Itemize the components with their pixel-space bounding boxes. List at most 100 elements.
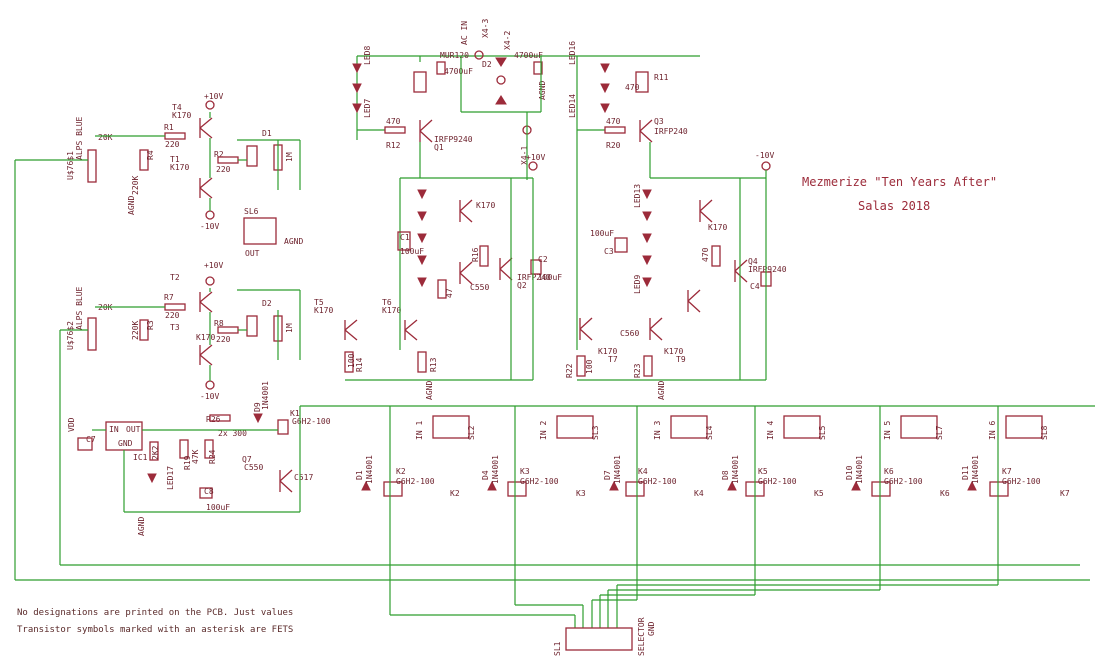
t9-value: K170 — [664, 347, 683, 356]
led6-7-label: LED7 — [363, 99, 372, 118]
d11-label: D11 — [961, 465, 970, 480]
r4-value: 220K — [131, 176, 140, 195]
led13-label: LED13 — [633, 184, 642, 208]
k3-value: G6H2-100 — [520, 477, 559, 486]
power-supply-block: AC IN X4-3 MUR120 4700uF 4700uF D2 X4-2 … — [357, 19, 700, 180]
c1-label: C1 — [400, 233, 410, 242]
sl2-label: SL2 — [467, 425, 476, 440]
sl7-label: SL7 — [935, 425, 944, 440]
k5-contact: K5 — [814, 489, 824, 498]
k170-right: K170 — [708, 223, 727, 232]
r3-value: 220K — [131, 321, 140, 340]
q2-label: Q2 — [517, 281, 527, 290]
r1-value: 220 — [165, 140, 180, 149]
led9-label: LED9 — [633, 275, 642, 294]
input-channel-4: IN 4 SL5 D8 1N4001 K5 G6H2-100 K5 — [721, 415, 827, 498]
plus10v-mid: +10V — [526, 153, 545, 162]
r23-label: R23 — [633, 363, 642, 378]
sl3-label: SL3 — [591, 425, 600, 440]
c1-value: 100uF — [400, 247, 424, 256]
k4-value: G6H2-100 — [638, 477, 677, 486]
relay-control-block: VDD C7 IN OUT GND IC1 LED17 2K2 R19 47K … — [67, 381, 1095, 536]
title-line1: Mezmerize "Ten Years After" — [802, 175, 997, 189]
sl4-label: SL4 — [705, 425, 714, 440]
k2-label: K2 — [396, 467, 406, 476]
r26-value: 2x 300 — [218, 429, 247, 438]
agnd-out-label: AGND — [284, 237, 303, 246]
r13-label: R13 — [429, 357, 438, 372]
c2-label: C2 — [538, 255, 548, 264]
q3-label: Q3 — [654, 117, 664, 126]
t3-value: K170 — [196, 333, 215, 342]
sl5-label: SL5 — [818, 425, 827, 440]
d4-value: 1N4001 — [491, 455, 500, 484]
selector-gnd: GND — [647, 621, 656, 636]
ac-in-label: AC IN — [460, 21, 469, 45]
t1-value: K170 — [170, 163, 189, 172]
in3-label: IN 3 — [653, 421, 662, 440]
t2-label: T2 — [170, 273, 180, 282]
mur120-label: MUR120 — [440, 51, 469, 60]
d8-label: D8 — [721, 470, 730, 480]
ic1-label: IC1 — [133, 453, 148, 462]
c3-label: C3 — [604, 247, 614, 256]
plus10v-bot: +10V — [204, 261, 223, 270]
d2-label: D2 — [482, 60, 492, 69]
x4-1-label: X4-1 — [520, 146, 529, 165]
cap-4700-right: 4700uF — [514, 51, 543, 60]
pot-top-value: 20K — [98, 133, 113, 142]
r26-label: R26 — [206, 415, 221, 424]
k6-label: K6 — [884, 467, 894, 476]
k7-contact: K7 — [1060, 489, 1070, 498]
selector-label: SELECTOR — [637, 617, 646, 656]
ic1-out: OUT — [126, 425, 141, 434]
x4-2-label: X4-2 — [503, 31, 512, 50]
k4-contact: K4 — [694, 489, 704, 498]
r4-label: R4 — [146, 150, 155, 160]
t4-label: T4 — [172, 103, 182, 112]
k7-value: G6H2-100 — [1002, 477, 1041, 486]
r12-label: R12 — [386, 141, 401, 150]
t7-label: T7 — [608, 355, 618, 364]
k4-label: K4 — [638, 467, 648, 476]
input-channel-5: IN 5 SL7 D10 1N4001 K6 G6H2-100 K6 — [845, 415, 950, 498]
in4-label: IN 4 — [766, 421, 775, 440]
rr-top: 1M — [285, 152, 294, 162]
ic1-gnd: GND — [118, 439, 133, 448]
t1-label: T1 — [170, 155, 180, 164]
sl1-label: SL1 — [553, 641, 562, 656]
c7-label: C7 — [86, 435, 96, 444]
d7-value: 1N4001 — [613, 455, 622, 484]
c2-value: 100uF — [538, 273, 562, 282]
r16-label: R16 — [471, 247, 480, 262]
cap-4700-left: 4700uF — [444, 67, 473, 76]
k3-label: K3 — [520, 467, 530, 476]
mid-left-stage: 470 R12 IRFP9240 Q1 LED8 LED7 C1 100uF K… — [344, 46, 562, 400]
plus10v-top: +10V — [204, 92, 223, 101]
title-line2: Salas 2018 — [858, 199, 930, 213]
input-channel-1: IN 1 SL2 D1 1N4001 K2 G6H2-100 K2 — [355, 415, 476, 498]
pot-top-name: ALPS BLUE — [75, 116, 84, 160]
r11-label: R11 — [654, 73, 669, 82]
led14-label: LED14 — [568, 94, 577, 118]
note-line2: Transistor symbols marked with an asteri… — [17, 625, 293, 635]
r8-value: 220 — [216, 335, 231, 344]
q3-value: IRFP240 — [654, 127, 688, 136]
r22-value: 100 — [585, 359, 594, 374]
r25-value: 47 — [445, 288, 454, 298]
k7-label: K7 — [1002, 467, 1012, 476]
r2-label: R2 — [214, 150, 224, 159]
input-relays: IN 1 SL2 D1 1N4001 K2 G6H2-100 K2 IN 2 S… — [15, 406, 1090, 628]
vdd-label: VDD — [67, 417, 76, 432]
agnd-mid: AGND — [425, 381, 434, 400]
input-channel-2: IN 2 SL3 D4 1N4001 K3 G6H2-100 K3 — [481, 415, 600, 498]
d4-label: D4 — [481, 470, 490, 480]
k2-contact: K2 — [450, 489, 460, 498]
d11-value: 1N4001 — [971, 455, 980, 484]
q4-label: Q4 — [748, 257, 758, 266]
r14-label: R14 — [355, 357, 364, 372]
d1-label: D1 — [262, 129, 272, 138]
ic1-in: IN — [109, 425, 119, 434]
in2-label: IN 2 — [539, 421, 548, 440]
